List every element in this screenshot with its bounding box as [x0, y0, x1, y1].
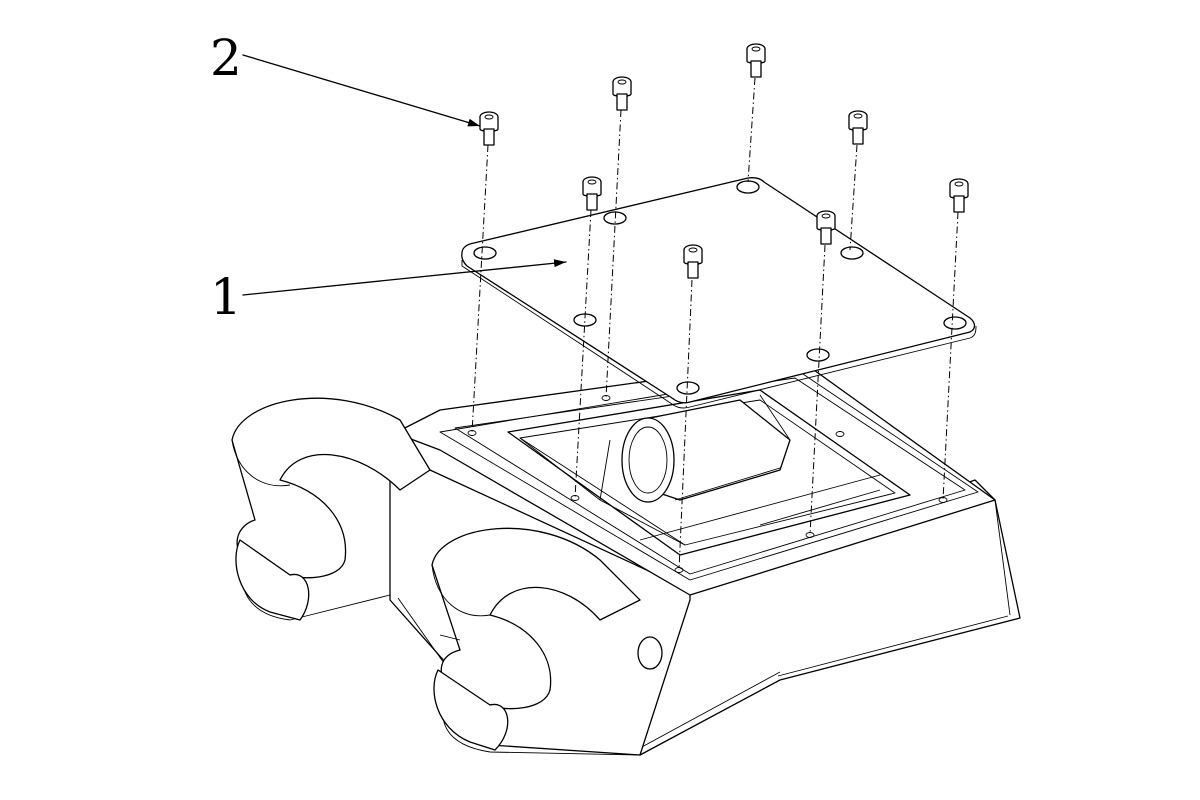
- callout-2-label: 2: [210, 29, 242, 87]
- cover-plate: [461, 176, 977, 409]
- screw: [479, 111, 499, 146]
- assembly-center-lines: [471, 77, 959, 571]
- callout-2: 2: [210, 29, 481, 127]
- screw: [949, 178, 969, 213]
- screw: [683, 244, 703, 279]
- callout-1-label: 1: [210, 268, 242, 326]
- screw: [816, 210, 836, 245]
- plate-holes: [473, 180, 967, 395]
- screw: [612, 76, 632, 111]
- screw: [848, 110, 868, 145]
- fork-arms: [231, 397, 641, 756]
- screw: [582, 176, 602, 211]
- cap-screws: [479, 43, 969, 279]
- callout-1: 1: [210, 259, 567, 326]
- screw: [746, 43, 766, 78]
